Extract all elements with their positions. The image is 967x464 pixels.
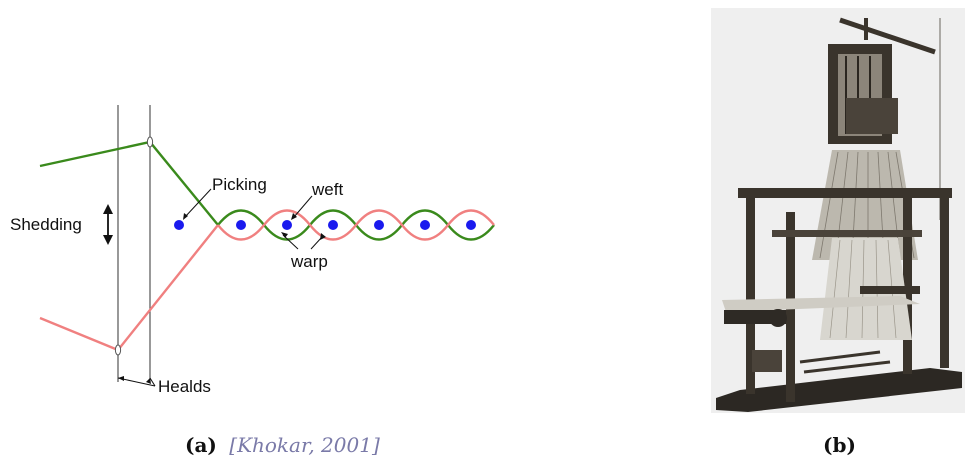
weft-label: weft bbox=[311, 180, 343, 199]
weft-dot bbox=[466, 220, 476, 230]
caption-a-bracket-open: [ bbox=[229, 433, 237, 457]
jacquard-loom-photo bbox=[711, 8, 965, 413]
weft-dot bbox=[328, 220, 338, 230]
caption-a-citation: Khokar, 2001 bbox=[236, 433, 372, 457]
weft-pointer bbox=[293, 195, 313, 218]
weft-dot bbox=[420, 220, 430, 230]
weft-dot-picking bbox=[174, 220, 184, 230]
lower-warp-shed bbox=[39, 224, 219, 352]
healds-pointer-left bbox=[117, 377, 156, 387]
annotation-pointers bbox=[117, 188, 323, 387]
picking-label: Picking bbox=[212, 175, 267, 194]
warp-label: warp bbox=[290, 252, 328, 271]
caption-a-bracket-close: ] bbox=[371, 433, 380, 457]
caption-a: (a) [Khokar, 2001] bbox=[185, 433, 380, 457]
weaving-diagram: Shedding Picking weft warp Healds bbox=[10, 105, 495, 396]
shedding-label: Shedding bbox=[10, 215, 82, 234]
weft-dot bbox=[282, 220, 292, 230]
weft-dot bbox=[236, 220, 246, 230]
heald-eye-upper bbox=[146, 136, 154, 148]
caption-b: (b) bbox=[823, 433, 856, 457]
upper-warp-shed bbox=[39, 140, 219, 226]
heald-eye-lower bbox=[114, 344, 122, 356]
caption-a-label: (a) bbox=[185, 433, 217, 457]
healds-pointer-right bbox=[149, 377, 156, 387]
shedding-arrow-icon bbox=[103, 204, 113, 245]
picking-pointer bbox=[184, 188, 212, 218]
healds-label: Healds bbox=[158, 377, 211, 396]
weft-dot bbox=[374, 220, 384, 230]
woven-warp-pink bbox=[217, 209, 495, 241]
